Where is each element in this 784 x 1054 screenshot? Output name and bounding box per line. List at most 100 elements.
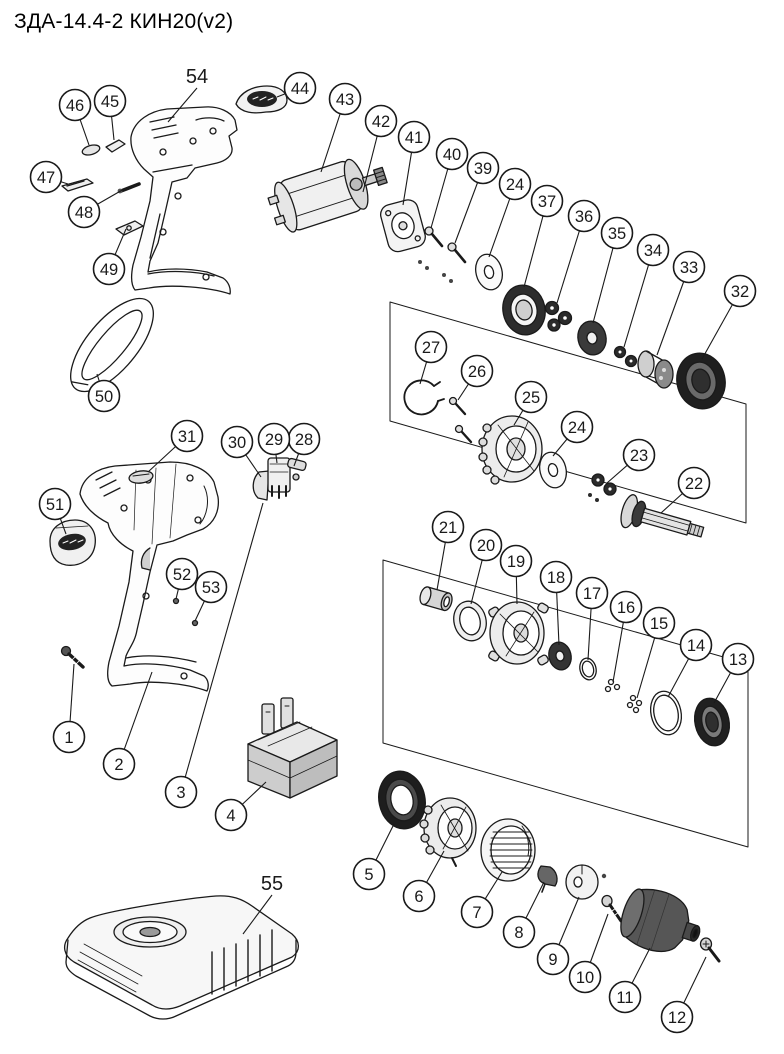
callout-28: 28 xyxy=(287,422,321,467)
svg-text:1: 1 xyxy=(64,729,73,747)
svg-text:28: 28 xyxy=(295,431,313,449)
part-16-steel-balls xyxy=(604,678,621,693)
svg-text:43: 43 xyxy=(336,91,354,109)
part-34-gear-pins xyxy=(613,345,638,368)
callout-8: 8 xyxy=(502,881,545,949)
svg-text:54: 54 xyxy=(186,66,208,88)
svg-text:25: 25 xyxy=(522,389,540,407)
svg-text:18: 18 xyxy=(547,569,565,587)
part-24-washer-a xyxy=(475,253,503,291)
part-7-collar xyxy=(480,818,536,882)
svg-text:24: 24 xyxy=(568,419,586,437)
svg-text:23: 23 xyxy=(630,447,648,465)
part-39-screw xyxy=(442,242,467,283)
svg-text:8: 8 xyxy=(514,924,523,942)
label-55: 55 xyxy=(242,873,283,935)
part-26-screws xyxy=(448,396,473,444)
part-20-ring xyxy=(453,600,487,642)
callout-42: 42 xyxy=(362,104,398,193)
svg-text:29: 29 xyxy=(265,431,283,449)
part-18-gear xyxy=(548,641,572,671)
svg-text:16: 16 xyxy=(617,599,635,617)
part-40-screw xyxy=(418,226,444,270)
svg-text:15: 15 xyxy=(650,615,668,633)
callout-22: 22 xyxy=(660,466,711,514)
svg-text:51: 51 xyxy=(46,496,64,514)
callout-53: 53 xyxy=(194,570,228,622)
callout-3: 3 xyxy=(164,502,264,809)
callout-39: 39 xyxy=(454,151,500,244)
part-14-washer-ring xyxy=(649,690,683,736)
part-33-planet-carrier xyxy=(637,350,674,389)
callout-37: 37 xyxy=(523,184,564,288)
svg-text:31: 31 xyxy=(178,428,196,446)
callout-31: 31 xyxy=(147,419,204,473)
callout-34: 34 xyxy=(623,233,670,348)
part-55-charger xyxy=(63,895,300,1020)
callout-24: 24 xyxy=(488,167,532,258)
callout-44: 44 xyxy=(276,71,317,105)
part-27-wire-clip xyxy=(403,379,445,416)
svg-text:14: 14 xyxy=(687,637,705,655)
callout-4: 4 xyxy=(214,781,267,832)
svg-text:10: 10 xyxy=(576,969,594,987)
svg-text:22: 22 xyxy=(685,475,703,493)
part-11-chuck xyxy=(620,888,701,952)
callout-41: 41 xyxy=(397,120,431,206)
callout-15: 15 xyxy=(636,606,676,699)
svg-text:55: 55 xyxy=(261,873,283,895)
callout-29: 29 xyxy=(257,422,291,464)
page-title: ЗДА-14.4-2 КИН20(v2) xyxy=(14,10,234,33)
svg-text:21: 21 xyxy=(439,519,457,537)
svg-text:39: 39 xyxy=(474,160,492,178)
svg-text:27: 27 xyxy=(422,339,440,357)
svg-text:45: 45 xyxy=(101,93,119,111)
svg-text:35: 35 xyxy=(608,225,626,243)
callout-18: 18 xyxy=(539,560,573,646)
part-54-drill-housing-half xyxy=(130,106,238,295)
svg-text:30: 30 xyxy=(228,434,246,452)
part-5-rubber-ring xyxy=(378,770,426,830)
part-23-knurled-pins xyxy=(588,473,617,502)
part-22-spindle-shaft xyxy=(620,494,705,538)
svg-text:2: 2 xyxy=(114,756,123,774)
svg-text:7: 7 xyxy=(472,904,481,922)
svg-text:37: 37 xyxy=(538,193,556,211)
callout-9: 9 xyxy=(536,896,580,976)
part-44-top-cover xyxy=(235,85,288,114)
part-25-clutch-housing xyxy=(478,415,543,485)
part-47-strip xyxy=(61,178,94,192)
part-46-button xyxy=(81,144,101,156)
callout-45: 45 xyxy=(93,84,127,141)
part-35-gear xyxy=(577,320,607,356)
part-13-ring-gear xyxy=(693,697,731,747)
gearbox-stage-box-upper xyxy=(389,301,747,524)
svg-text:9: 9 xyxy=(548,951,557,969)
callout-27: 27 xyxy=(414,330,448,385)
part-41-motor-mount-plate xyxy=(379,199,426,253)
part-21-sleeve xyxy=(419,586,453,612)
callout-48: 48 xyxy=(67,188,125,229)
callout-50: 50 xyxy=(87,373,121,413)
callout-51: 51 xyxy=(38,487,72,535)
callout-33: 33 xyxy=(656,250,706,356)
callout-1: 1 xyxy=(52,663,86,754)
svg-text:50: 50 xyxy=(95,388,113,406)
callout-14: 14 xyxy=(667,628,713,698)
part-28-reverse-lever xyxy=(287,457,307,481)
callout-21: 21 xyxy=(431,510,465,591)
callout-23: 23 xyxy=(606,438,656,484)
callout-36: 36 xyxy=(556,199,601,304)
svg-text:34: 34 xyxy=(644,242,662,260)
callout-12: 12 xyxy=(660,956,707,1034)
svg-text:13: 13 xyxy=(729,651,747,669)
part-17-retaining-ring xyxy=(579,657,597,681)
part-6-clutch-cap xyxy=(419,797,477,867)
callout-17: 17 xyxy=(575,576,609,661)
callout-43: 43 xyxy=(320,82,362,173)
part-30-trigger xyxy=(252,470,270,501)
svg-text:32: 32 xyxy=(731,283,749,301)
callout-19: 19 xyxy=(499,544,533,605)
svg-text:26: 26 xyxy=(468,363,486,381)
